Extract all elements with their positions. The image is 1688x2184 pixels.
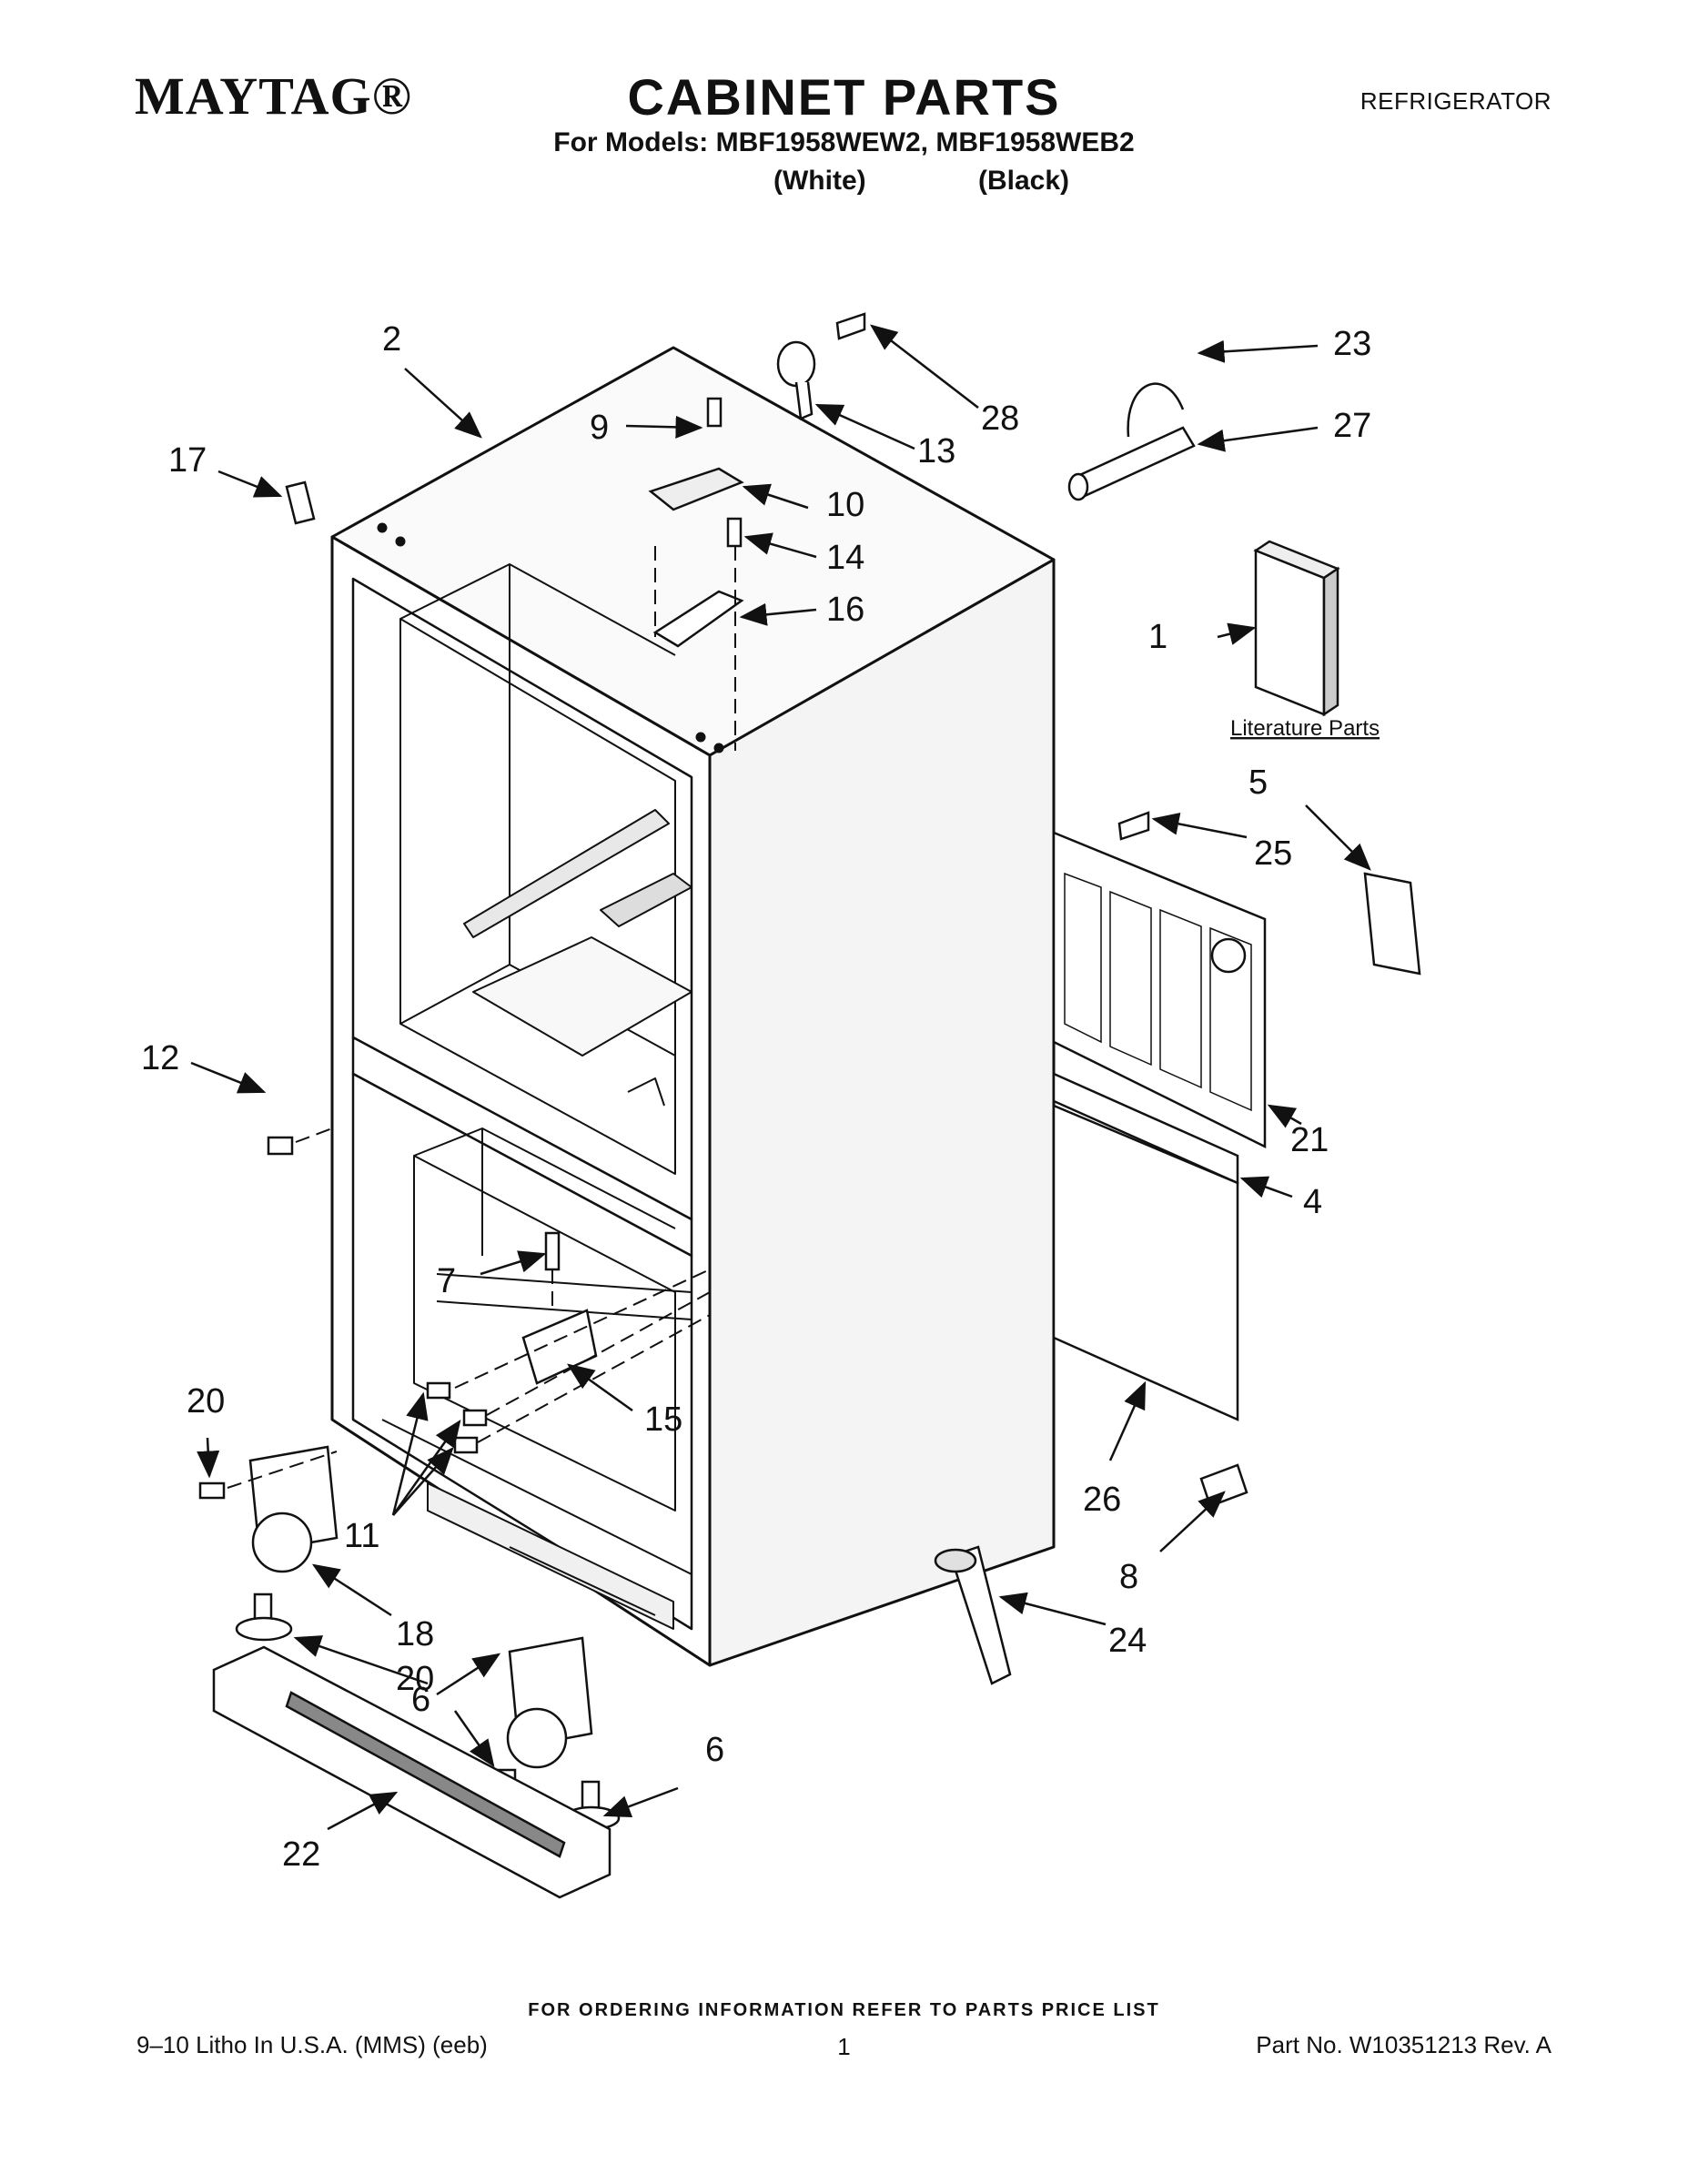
callout-10: 10 bbox=[826, 486, 864, 524]
callout-14: 14 bbox=[826, 539, 864, 577]
callout-25: 25 bbox=[1254, 834, 1292, 873]
parts-drawings bbox=[198, 312, 1421, 1899]
ordering-note: FOR ORDERING INFORMATION REFER TO PARTS … bbox=[528, 2000, 1160, 2020]
callout-7: 7 bbox=[437, 1262, 456, 1300]
callout-13: 13 bbox=[917, 432, 955, 470]
callout-17: 17 bbox=[168, 441, 207, 480]
page-title: CABINET PARTS bbox=[627, 68, 1061, 126]
color-white-label: (White) bbox=[773, 166, 866, 196]
callout-27: 27 bbox=[1333, 407, 1371, 445]
callout-labels: 1 2 4 5 6 6 7 8 9 10 11 12 13 14 15 16 1… bbox=[141, 320, 1380, 1874]
literature-parts-label: Literature Parts bbox=[1230, 716, 1380, 741]
callout-5: 5 bbox=[1248, 763, 1268, 802]
callout-6-left: 6 bbox=[411, 1681, 430, 1719]
callout-16: 16 bbox=[826, 591, 864, 629]
callout-28: 28 bbox=[981, 399, 1019, 438]
print-info: 9–10 Litho In U.S.A. (MMS) (eeb) bbox=[136, 2031, 488, 2058]
callout-24: 24 bbox=[1108, 1622, 1147, 1660]
callout-20-left: 20 bbox=[187, 1382, 225, 1421]
cabinet-drawing bbox=[330, 346, 1056, 1667]
callout-6-right: 6 bbox=[705, 1731, 724, 1769]
callout-21: 21 bbox=[1290, 1121, 1329, 1159]
callout-20-right: 20 bbox=[396, 1660, 434, 1698]
callout-12: 12 bbox=[141, 1039, 179, 1077]
callout-18: 18 bbox=[396, 1615, 434, 1653]
callout-26: 26 bbox=[1083, 1481, 1121, 1519]
callout-23: 23 bbox=[1333, 325, 1371, 363]
callout-9: 9 bbox=[590, 409, 609, 447]
callout-8: 8 bbox=[1119, 1558, 1138, 1596]
color-black-label: (Black) bbox=[978, 166, 1070, 196]
callout-4: 4 bbox=[1303, 1183, 1322, 1221]
appliance-category: REFRIGERATOR bbox=[1359, 87, 1552, 115]
callout-15: 15 bbox=[644, 1400, 682, 1439]
model-numbers: For Models: MBF1958WEW2, MBF1958WEB2 bbox=[553, 127, 1135, 157]
callout-1: 1 bbox=[1148, 618, 1167, 656]
part-number: Part No. W10351213 Rev. A bbox=[1256, 2031, 1552, 2058]
callout-2: 2 bbox=[382, 320, 401, 359]
callout-22: 22 bbox=[282, 1835, 320, 1874]
callout-11: 11 bbox=[344, 1517, 379, 1555]
page-number: 1 bbox=[837, 2033, 851, 2060]
brand-logo: MAYTAG® bbox=[135, 66, 412, 126]
leader-arrows bbox=[190, 324, 1371, 1831]
